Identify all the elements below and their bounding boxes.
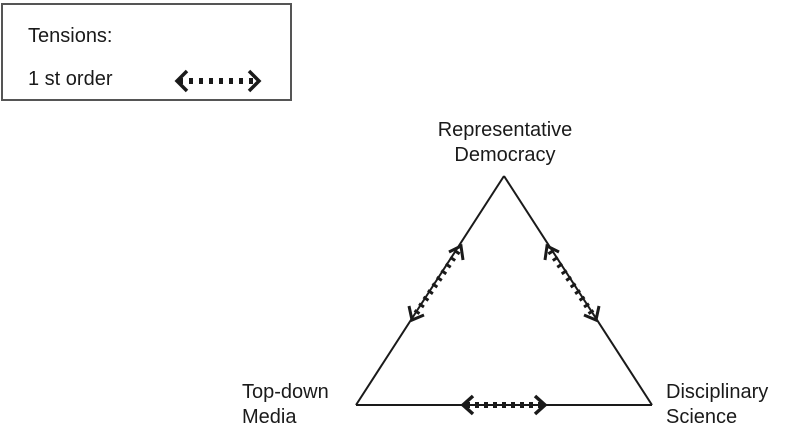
legend-entry-label: 1 st order	[28, 68, 113, 90]
legend-title: Tensions:	[28, 25, 113, 47]
node-representative-democracy: Representative Democracy	[405, 118, 605, 168]
tension-arrow-democracy-media	[407, 243, 465, 323]
node-label-line: Representative	[437, 119, 573, 141]
node-label-line: Democracy	[454, 144, 556, 166]
node-disciplinary-science: Disciplinary Science	[666, 380, 768, 430]
tension-arrow-media-science	[460, 394, 548, 416]
node-label-line: Media	[242, 406, 297, 428]
legend-box: Tensions: 1 st order	[1, 3, 292, 101]
node-label-line: Disciplinary	[666, 381, 769, 403]
dashed-double-arrow-icon	[174, 69, 262, 93]
node-label-line: Science	[666, 406, 738, 428]
node-top-down-media: Top-down Media	[242, 380, 329, 430]
node-label-line: Top-down	[242, 381, 329, 403]
tension-arrow-democracy-science	[543, 243, 601, 323]
